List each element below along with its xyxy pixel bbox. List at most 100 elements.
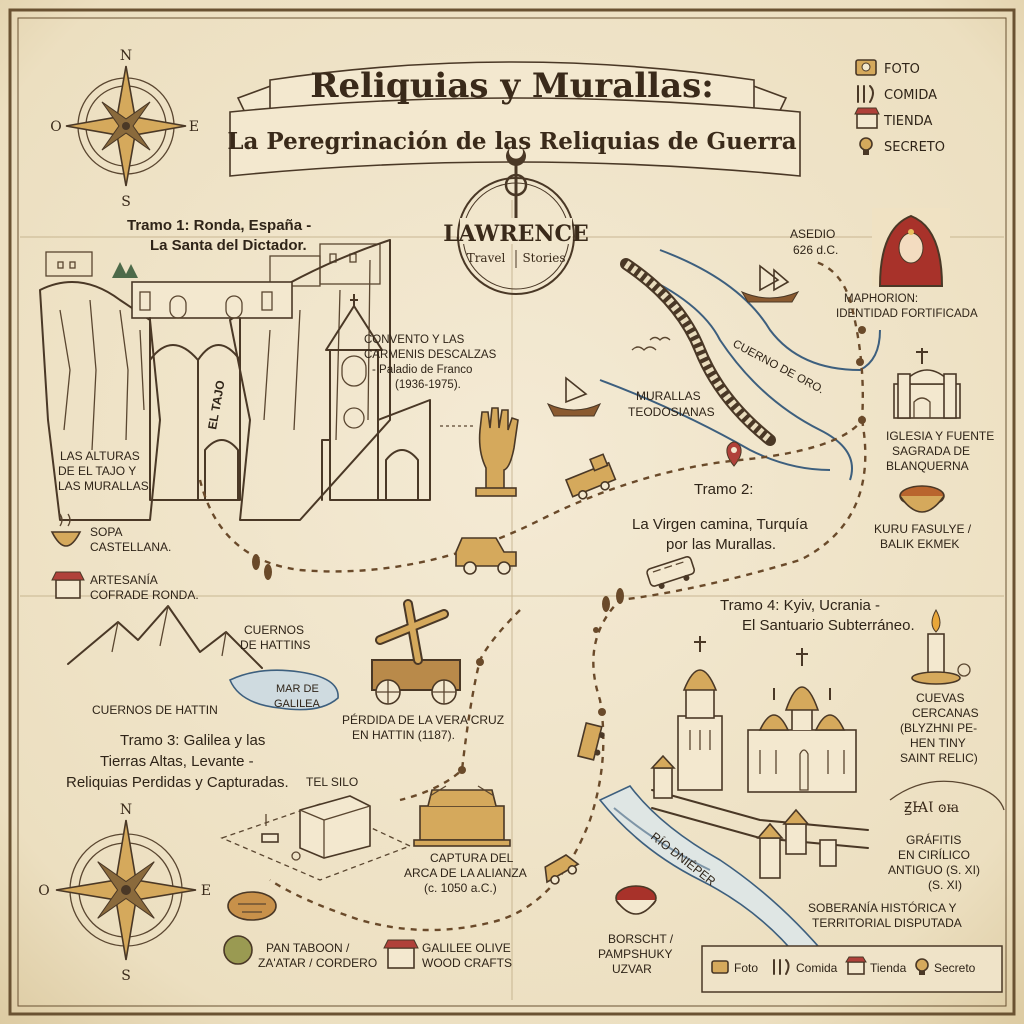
compass-top-e: E: [189, 119, 199, 135]
legend-top-item[interactable]: COMIDA: [857, 85, 937, 103]
alturas-line-3: LAS MURALLAS.: [58, 479, 152, 493]
food-icon: [857, 85, 874, 103]
convento-line-4: (1936-1975).: [395, 379, 461, 391]
tramo1-shop[interactable]: ARTESANÍA COFRADE RONDA.: [51, 571, 199, 602]
shop-icon: [856, 113, 878, 129]
blanquerna-church: [893, 348, 961, 419]
tramo3-region: PAN TABOON / ZA'ATAR / CORDERO GALILEE O…: [66, 599, 527, 970]
tramo4-food-1: BORSCHT /: [608, 932, 674, 946]
shop-icon: [55, 579, 81, 599]
perdida-line-1: PÉRDIDA DE LA VERA CRUZ: [342, 712, 504, 727]
logo-sub-right: Stories: [522, 251, 565, 265]
vera-cruz-cart: [371, 599, 461, 705]
tramo3-food-1: PAN TABOON /: [266, 941, 350, 955]
legend-bottom-item[interactable]: Comida: [773, 959, 838, 975]
compass-bottom: N S E O: [38, 802, 211, 984]
route-tramo1-2: [198, 260, 864, 573]
tramo4-food-2: PAMPSHUKY: [598, 947, 672, 961]
title-line-2: La Peregrinación de las Reliquias de Gue…: [227, 128, 796, 155]
grafitis-line-3: ANTIGUO (S. XI): [888, 863, 980, 877]
tramo2-food-2: BALIK EKMEK: [880, 537, 959, 551]
legend-bottom-label: Comida: [796, 961, 838, 975]
cuernos-line-2: DE HATTINS: [240, 638, 310, 652]
legend-top-item[interactable]: TIENDA: [854, 107, 932, 129]
grafitis-line-1: GRÁFITIS: [906, 832, 961, 847]
lightbulb-icon: [859, 137, 873, 151]
relic-hand: [440, 407, 519, 497]
tramo1-shop-2: COFRADE RONDA.: [90, 588, 199, 602]
lawrence-logo: LAWRENCE Travel Stories: [443, 148, 589, 295]
tramo2-food[interactable]: KURU FASULYE / BALIK EKMEK: [874, 485, 972, 551]
tramo2-region: KURU FASULYE / BALIK EKMEK ASEDIO 626 d.…: [546, 208, 994, 553]
murallas-line-2: TEODOSIANAS: [628, 405, 715, 419]
mar-line-2: GALILEA: [274, 698, 321, 710]
legend-bottom-item[interactable]: Foto: [711, 960, 758, 975]
compass-top-n: N: [120, 48, 132, 64]
maphorion-line-1: MAPHORION:: [844, 293, 918, 305]
tramo4-heading-1: Tramo 4: Kyiv, Ucrania -: [720, 597, 880, 614]
tramo4-food-3: UZVAR: [612, 962, 652, 976]
kyiv-walls: [650, 754, 869, 879]
tramo3-heading-1: Tramo 3: Galilea y las: [120, 732, 265, 749]
tramo1-heading-1: Tramo 1: Ronda, España -: [127, 217, 311, 234]
tramo3-shop-1: GALILEE OLIVE: [422, 941, 511, 955]
tramo2-heading-2: La Virgen camina, Turquía: [632, 516, 808, 533]
compass-top-w: O: [50, 119, 61, 135]
compass-bottom-w: O: [38, 883, 49, 899]
legend-top-label: TIENDA: [883, 114, 932, 129]
tramo4-region: ꙂꙖꙆ ꙩꙗ BORSCHT / PAMPSHUKY UZVAR Tramo 4…: [598, 597, 1005, 976]
cuernos-hattin-label: CUERNOS DE HATTIN: [92, 703, 218, 717]
iglesia-line-1: IGLESIA Y FUENTE: [886, 429, 994, 443]
cuevas-line-4: HEN TINY: [910, 736, 966, 750]
tramo2-heading-3: por las Murallas.: [666, 536, 776, 553]
captura-line-2: ARCA DE LA ALIANZA: [404, 866, 527, 880]
clock-icon: [343, 407, 365, 429]
ship-upper: [740, 264, 800, 303]
cuernos-line-1: CUERNOS: [244, 623, 304, 637]
tramo3-heading-3: Reliquias Perdidas y Capturadas.: [66, 774, 289, 791]
logo-name: LAWRENCE: [443, 221, 589, 247]
graffiti-glyphs: ꙂꙖꙆ ꙩꙗ: [904, 800, 959, 816]
shop-icon: [847, 961, 865, 975]
shop-icon: [387, 947, 415, 969]
convento-line-1: CONVENTO Y LAS: [364, 334, 465, 346]
food-icon: [223, 935, 253, 965]
sea-of-galilee: [228, 669, 339, 711]
alturas-line-1: LAS ALTURAS: [60, 449, 140, 463]
grafitis-line-2: EN CIRÍLICO: [898, 847, 970, 862]
ship-lower: [546, 376, 602, 417]
bottom-legend: Foto Comida Tienda Secreto: [701, 945, 1003, 993]
logo-sub-left: Travel: [467, 251, 506, 265]
tramo3-bread: [227, 891, 277, 921]
tramo2-food-1: KURU FASULYE /: [874, 522, 972, 536]
soberania-line-2: TERRITORIAL DISPUTADA: [812, 916, 962, 930]
top-legend: FOTO COMIDA TIENDA SECRETO: [854, 59, 945, 155]
route-tramo3: [399, 609, 521, 802]
soberania-line-1: SOBERANÍA HISTÓRICA Y: [808, 900, 957, 915]
murallas-line-1: MURALLAS: [636, 389, 701, 403]
legend-top-item[interactable]: SECRETO: [859, 137, 945, 155]
tramo4-food[interactable]: BORSCHT / PAMPSHUKY UZVAR: [598, 885, 674, 976]
crescent-icon: [505, 148, 526, 166]
tel-silo-ruins: [220, 795, 412, 881]
legend-bottom-item[interactable]: Secreto: [915, 958, 976, 975]
tramo3-food-2: ZA'ATAR / CORDERO: [258, 956, 377, 970]
maphorion-line-2: IDENTIDAD FORTIFICADA: [836, 308, 978, 320]
soup-icon: [50, 531, 82, 547]
convento-carmelitas: [321, 294, 431, 501]
tajo-cliff-left: [39, 281, 161, 521]
mar-line-1: MAR DE: [276, 683, 319, 695]
tramo1-heading-2: La Santa del Dictador.: [150, 237, 307, 254]
tel-silo-label: TEL SILO: [306, 775, 358, 789]
tramo4-heading-2: El Santuario Subterráneo.: [742, 617, 915, 634]
grafitis-line-4: (S. XI): [928, 878, 962, 892]
tramo3-shop[interactable]: GALILEE OLIVE WOOD CRAFTS: [383, 939, 512, 970]
legend-bottom-item[interactable]: Tienda: [845, 956, 907, 975]
tramo3-food[interactable]: PAN TABOON / ZA'ATAR / CORDERO: [223, 935, 377, 970]
map-border: [8, 8, 1016, 1016]
legend-top-label: COMIDA: [884, 88, 937, 103]
tramo1-food[interactable]: SOPA CASTELLANA.: [50, 513, 171, 554]
legend-top-item[interactable]: FOTO: [855, 59, 920, 77]
footprints-icon: [252, 554, 624, 612]
title-line-1: Reliquias y Murallas:: [310, 66, 714, 106]
